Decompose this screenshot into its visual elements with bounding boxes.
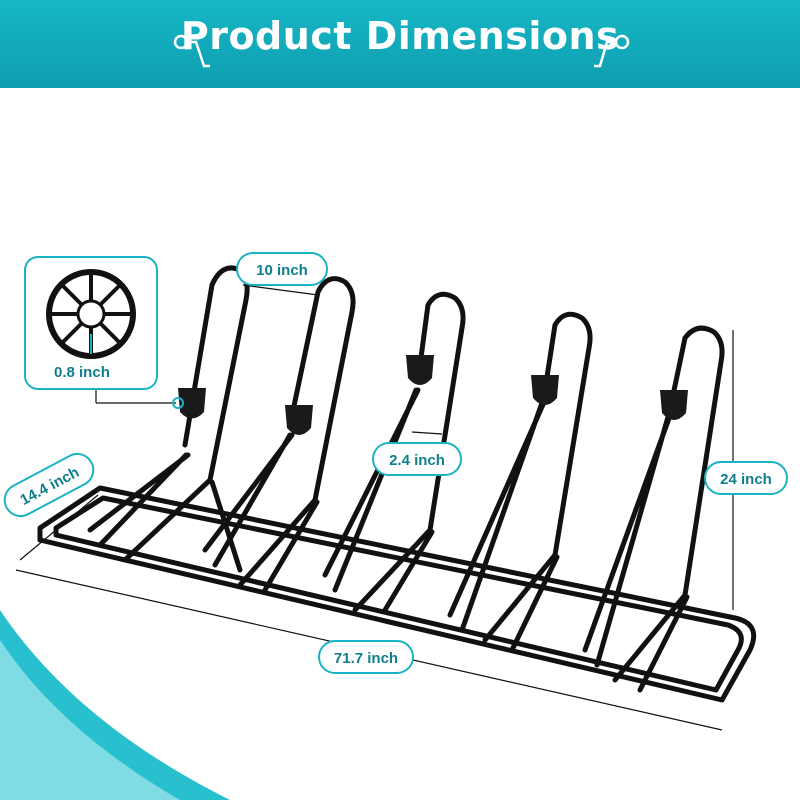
tube-detail-box: 0.8 inch (24, 256, 158, 390)
cup-3 (406, 355, 434, 385)
cup-4 (531, 375, 559, 405)
tube-cross-section-icon (46, 269, 136, 359)
dim-line-spacing (242, 284, 319, 296)
length-label: 71.7 inch (318, 640, 414, 674)
base-frame-inner (53, 495, 744, 693)
base-frame-outer (37, 485, 757, 703)
dim-line-depth (19, 494, 99, 561)
tube-marker (172, 397, 184, 409)
corner-swoosh-light (0, 640, 180, 800)
cup-1 (178, 388, 206, 419)
header-banner: Product Dimensions (0, 0, 800, 88)
dim-line-gap (411, 431, 443, 435)
hoop-4 (447, 311, 593, 653)
header-decor (173, 34, 630, 68)
cup-5 (660, 390, 688, 420)
hoop-2 (202, 276, 356, 593)
gap-label: 2.4 inch (372, 442, 462, 476)
spacing-label: 10 inch (236, 252, 328, 286)
pin-icon-right (594, 34, 630, 68)
hoop-5 (582, 325, 725, 693)
height-label: 24 inch (704, 461, 788, 495)
page-title: Product Dimensions (180, 14, 620, 58)
tube-diameter-label: 0.8 inch (54, 364, 110, 381)
hoop-3 (322, 291, 466, 613)
pin-icon-left (173, 34, 210, 68)
cup-2 (285, 405, 313, 435)
wheel-cups (178, 355, 688, 435)
